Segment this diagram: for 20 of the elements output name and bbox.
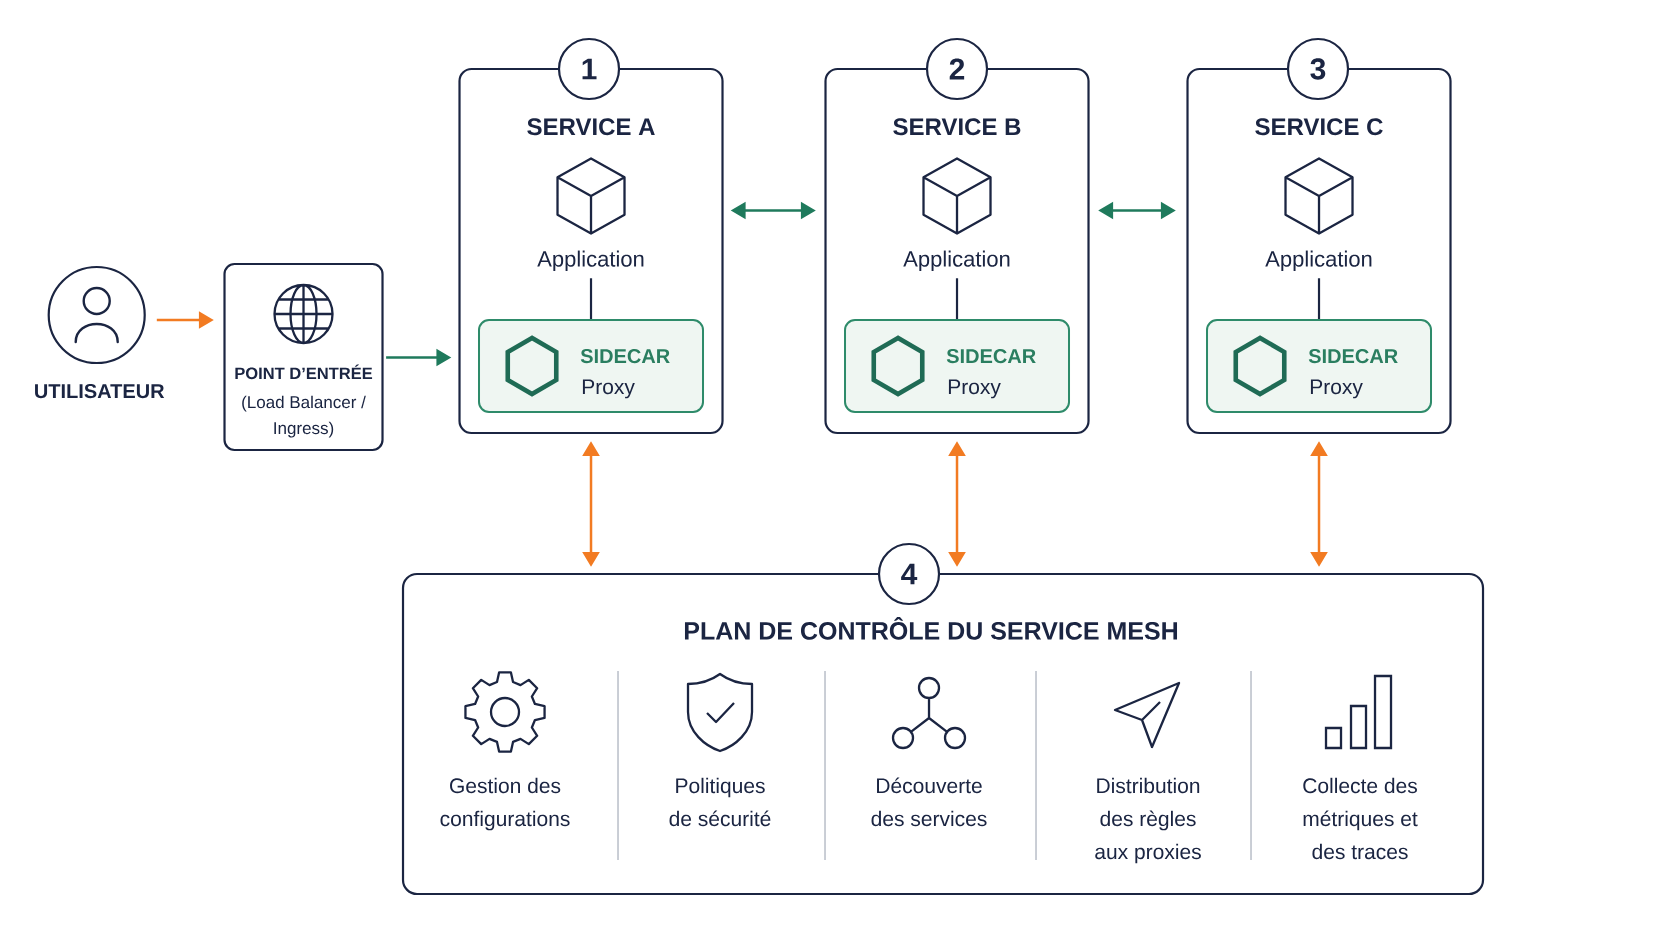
- feature-label: Distribution des règles aux proxies: [1095, 777, 1201, 864]
- number-badge: 4: [877, 542, 941, 606]
- connector-line: [589, 278, 593, 319]
- node-label: Application: [537, 250, 644, 272]
- connector-line: [1317, 278, 1321, 319]
- feature-label: Politiques de sécurité: [669, 777, 771, 827]
- node-label: Application: [903, 250, 1010, 272]
- node-label: Application: [1265, 250, 1372, 272]
- entry-box: POINT D’ENTRÉE (Load Balancer / Ingress): [223, 262, 384, 452]
- feature-label: Collecte des métriques et des traces: [1303, 777, 1418, 860]
- number-badge: 1: [557, 37, 621, 101]
- number-badge: 3: [1286, 37, 1350, 101]
- sidecar-box: SIDECAR Proxy: [844, 319, 1070, 413]
- sidecar-box: SIDECAR Proxy: [1206, 319, 1432, 413]
- feature-label: Gestion des configurations: [440, 777, 570, 831]
- sidecar-box: SIDECAR Proxy: [478, 319, 704, 413]
- connector-line: [955, 278, 959, 319]
- number-badge: 2: [925, 37, 989, 101]
- node-label: UTILISATEUR: [35, 384, 165, 399]
- feature-label: Découverte des services: [871, 777, 987, 827]
